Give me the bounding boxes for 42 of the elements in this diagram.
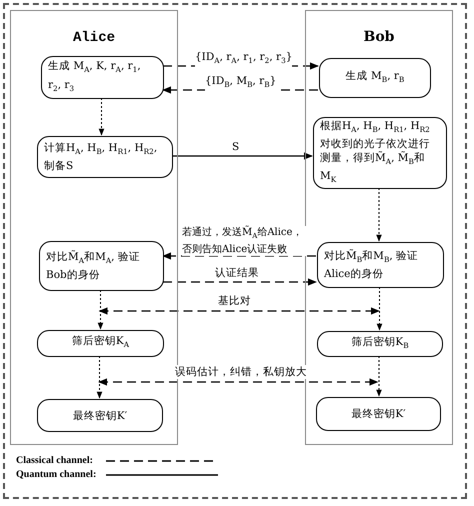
process-box: [313, 117, 447, 189]
box-text: 生成 M$_{B}$, r$_{B}$: [346, 68, 404, 86]
process-box: [41, 56, 164, 99]
arrow: [98, 290, 104, 330]
arrow: [98, 378, 378, 386]
edge-label: 误码估计，纠错，私钥放大: [175, 365, 307, 379]
box-text: 根据H$_{A}$, H$_{B}$, H$_{R1}$, H$_{R2}$对收到的光子依次进行测量，得到M̃$_{A}$, M̃$_{B}$和M$_{K}$: [320, 118, 431, 186]
arrow: [162, 252, 316, 260]
arrow: [98, 98, 104, 136]
legend-text: Classical channel:: [16, 455, 94, 466]
arrow: [98, 307, 380, 315]
box-text: 对比M̃$_{B}$和M$_{B}$, 验证Alice的身份: [324, 248, 420, 282]
arrow: [376, 286, 382, 331]
process-box: [316, 397, 441, 431]
arrow: [163, 278, 317, 286]
arrow: [96, 356, 102, 399]
process-box: [317, 331, 443, 357]
process-box: [37, 399, 163, 432]
box-text: 生成 M$_{A}$, K, r$_{A}$, r$_{1}$, r$_{2}$, r$_{3}$: [48, 59, 142, 95]
process-box: [37, 136, 173, 178]
swimlane: [305, 10, 453, 445]
box-text: 最终密钥K′: [351, 407, 406, 421]
box-text: 计算H$_{A}$, H$_{B}$, H$_{R1}$, H$_{R2}$, 制备S: [44, 140, 158, 174]
box-text: 最终密钥K′: [72, 408, 128, 422]
lane-title: Bob: [364, 29, 394, 45]
legend-text: Quantum channel:: [16, 469, 98, 480]
arrow: [376, 188, 382, 242]
arrow: [172, 152, 313, 160]
box-text: 筛后密钥K$_{B}$: [351, 334, 409, 352]
process-box: [37, 330, 164, 357]
edge-label: 若通过，发送M̃$_{A}$给Alice，否则告知Alice认证失败: [182, 226, 306, 256]
edge-label: 认证结果: [215, 266, 259, 280]
process-box: [319, 58, 431, 98]
box-text: 筛后密钥K$_{A}$: [72, 334, 130, 352]
edge-label: {ID$_{B}$, M$_{B}$, r$_{B}$}: [205, 74, 276, 92]
process-box: [39, 241, 164, 291]
edge-label: {ID$_{A}$, r$_{A}$, r$_{1}$, r$_{2}$, r$_{3}$}: [195, 50, 292, 68]
box-text: 对比M̃$_{A}$和M$_{A}$, 验证Bob的身份: [46, 250, 141, 282]
edge-label: 基比对: [218, 294, 251, 308]
lane-title: Alice: [72, 30, 115, 46]
process-box: [317, 242, 444, 288]
arrow: [376, 356, 382, 397]
